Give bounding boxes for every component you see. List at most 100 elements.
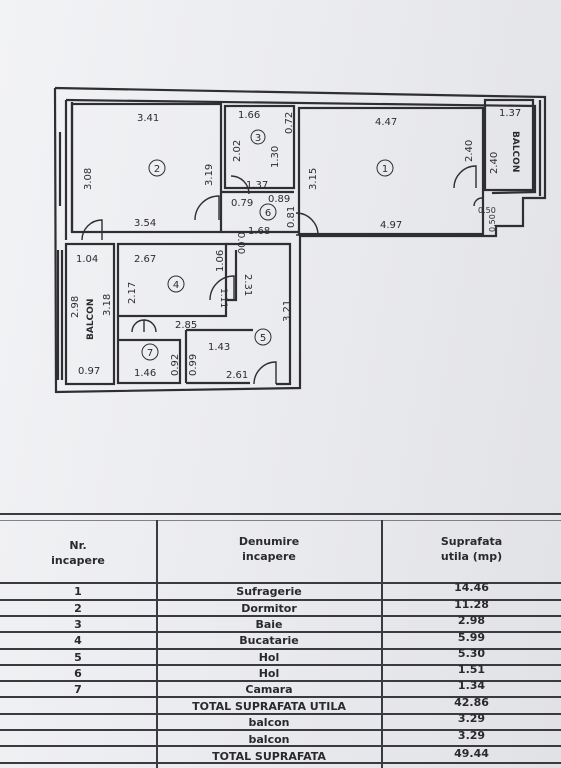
balcony-label: BALCON [510,131,520,172]
door-swing [295,212,319,236]
room-number: 1 [382,164,388,175]
room-number: 4 [173,280,179,291]
cell-area: 49.44 [454,747,489,760]
cell-name: Sufragerie [236,585,302,598]
cell-area: 42.86 [454,696,489,709]
room-2-outline [70,102,223,234]
room-7-outline [116,338,182,385]
dimension-label: 3.08 [83,168,94,190]
balcony-left-outline [64,242,116,386]
room-number: 6 [265,208,271,219]
dimension-label: 1.66 [238,110,260,121]
dimension-label: 0.50 [478,206,496,215]
dimension-label: 3.54 [134,218,156,229]
door-swing [143,319,157,333]
dimension-label: 0.89 [268,194,290,205]
cell-name: Bucatarie [239,634,299,647]
dimension-label: 0.99 [188,354,199,376]
dimension-label: 1.06 [215,250,226,272]
door-swing [253,361,277,385]
door-swing [473,197,483,207]
door-swing [209,275,235,301]
room-number: 5 [260,333,266,344]
cell-name: TOTAL SUPRAFATA UTILA [192,700,346,713]
room-3-outline [223,104,296,190]
dimension-label: 2.67 [134,254,156,265]
cell-name: balcon [248,733,290,746]
cell-area: 1.51 [457,663,486,676]
cell-area: 14.46 [454,581,489,594]
balcony-label: BALCON [86,299,96,340]
room-4-outline [116,242,228,318]
door-swing [230,175,250,195]
cell-name: Hol [258,651,280,664]
door-swing [131,319,145,333]
dimension-label: 4.47 [375,117,397,128]
cell-name: Camara [245,683,293,696]
inner-outer-wall [65,98,537,195]
cell-area: 1.34 [457,679,486,692]
dimension-label: 1.37 [246,180,268,191]
dimension-label: 3.18 [102,294,113,316]
cell-nr: 6 [74,667,82,680]
door-swing [453,165,477,189]
dimension-label: 0.50 [488,214,497,232]
room-number: 7 [147,348,153,359]
dimension-label: 2.98 [70,296,81,318]
dimension-label: 1.11 [218,288,228,308]
dimension-label: 2.40 [464,140,475,162]
dimension-label: 1.68 [248,226,270,237]
floor-plan: 1 2 3 4 5 6 7 4.47 4.97 3.15 3.41 3.54 3… [53,86,547,394]
dimension-label: 2.17 [127,282,138,304]
dimension-label: 0.81 [286,206,297,228]
rooms-table: Nr. incapere Denumire incapere Suprafata… [0,510,561,768]
dimension-label: 0.79 [231,198,253,209]
room-number: 3 [255,133,261,144]
door-swing [81,219,103,241]
cell-nr: 7 [74,683,82,696]
balcony-right-outline [483,98,535,192]
cell-name: TOTAL SUPRAFATA [212,750,326,763]
dimension-label: 3.21 [282,300,293,322]
dimension-label: 3.15 [308,168,319,190]
dimension-label: 1.37 [499,108,521,119]
cell-name: Dormitor [241,602,297,615]
dimension-label: 2.85 [175,320,197,331]
cell-area: 2.98 [457,614,486,627]
dimension-label: 1.30 [270,146,281,168]
door-swing [194,195,220,221]
header-name: Denumire incapere [238,535,300,563]
header-nr: Nr. incapere [51,539,105,567]
cell-name: Baie [255,618,283,631]
cell-nr: 2 [74,602,82,615]
dimension-label: 1.43 [208,342,230,353]
dimension-label: 4.97 [380,220,402,231]
dimension-label: 1.46 [134,368,156,379]
dimension-label: 2.31 [242,274,253,296]
dimension-label: 3.19 [204,164,215,186]
room-number: 2 [154,164,160,175]
cell-area: 3.29 [457,729,486,742]
cell-area: 3.29 [457,712,486,725]
room-1-outline [297,106,485,236]
cell-area: 11.28 [454,598,489,611]
dimension-label: 2.02 [232,140,243,162]
cell-area: 5.99 [457,631,486,644]
dimension-label: 3.41 [137,113,159,124]
cell-area: 5.30 [457,647,486,660]
dimension-label: 2.61 [226,370,248,381]
cell-name: Hol [258,667,280,680]
cell-nr: 4 [74,634,82,647]
cell-nr: 5 [74,651,82,664]
dimension-label: 0.00 [235,232,246,254]
outer-wall [53,86,547,394]
dimension-label: 2.40 [489,152,500,174]
dimension-label: 0.97 [78,366,100,377]
dimension-label: 0.92 [170,354,181,376]
cell-name: balcon [248,716,290,729]
dimension-label: 1.04 [76,254,98,265]
dimension-label: 0.72 [284,112,295,134]
cell-nr: 3 [74,618,82,631]
cell-nr: 1 [74,585,82,598]
